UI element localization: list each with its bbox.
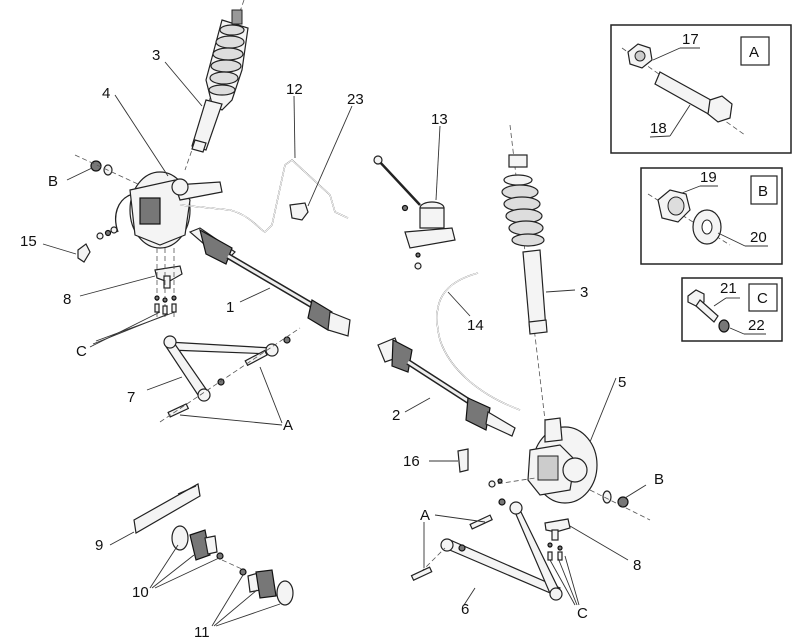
callout-23: 23: [347, 91, 364, 108]
callout-8-left: 8: [63, 291, 71, 308]
callout-3-left: 3: [152, 47, 160, 64]
boot-kit-11: [239, 568, 294, 606]
detail-panel-b: B 19 20: [640, 167, 783, 265]
detail-panel-a: A 17 18: [610, 24, 792, 154]
knuckle-right: [457, 417, 651, 521]
callout-15: 15: [20, 233, 37, 250]
callout-10: 10: [132, 584, 149, 601]
callout-2: 2: [392, 407, 400, 424]
control-arm-6: [410, 498, 571, 601]
callout-B-right: B: [654, 471, 664, 488]
panel-b-tag: B: [758, 183, 768, 200]
callout-22: 22: [748, 317, 765, 334]
control-arm-7: [159, 327, 301, 423]
strut-left: [184, 0, 249, 171]
callout-7: 7: [127, 389, 135, 406]
callout-6: 6: [461, 601, 469, 618]
detail-panel-c: C 21 22: [681, 277, 783, 342]
callout-21: 21: [720, 280, 737, 297]
callout-5: 5: [618, 374, 626, 391]
callout-17: 17: [682, 31, 699, 48]
callout-labels: 1 2 3 3 4 5 6 7 8 8 9 10 11 12 13 14 15 …: [20, 47, 664, 641]
callout-C-right: C: [577, 605, 588, 622]
callout-A-left: A: [283, 417, 293, 434]
tool-9: [133, 483, 201, 534]
brake-line-12: [179, 159, 349, 233]
callout-18: 18: [650, 120, 667, 137]
callout-3-right: 3: [580, 284, 588, 301]
callout-20: 20: [750, 229, 767, 246]
callout-13: 13: [431, 111, 448, 128]
callout-4: 4: [102, 85, 110, 102]
callout-16: 16: [403, 453, 420, 470]
callout-9: 9: [95, 537, 103, 554]
driveshaft-2: [377, 337, 516, 437]
driveshaft-1: [188, 227, 351, 337]
knuckle-left: [115, 171, 223, 249]
callout-C-left: C: [76, 343, 87, 360]
panel-a-tag: A: [749, 44, 759, 61]
callout-B-left: B: [48, 173, 58, 190]
boot-kit-10: [171, 525, 245, 571]
callout-14: 14: [467, 317, 484, 334]
master-cylinder-13: [373, 155, 456, 270]
callout-19: 19: [700, 169, 717, 186]
leader-lines: [42, 61, 647, 627]
callout-A-right: A: [420, 507, 430, 524]
callout-12: 12: [286, 81, 303, 98]
callout-11: 11: [194, 624, 210, 641]
callout-1: 1: [226, 299, 234, 316]
hardware-left-knuckle: [74, 154, 183, 318]
strut-right: [501, 124, 548, 421]
brake-hose-14: [436, 272, 521, 411]
callout-8-right: 8: [633, 557, 641, 574]
panel-c-tag: C: [757, 290, 768, 307]
